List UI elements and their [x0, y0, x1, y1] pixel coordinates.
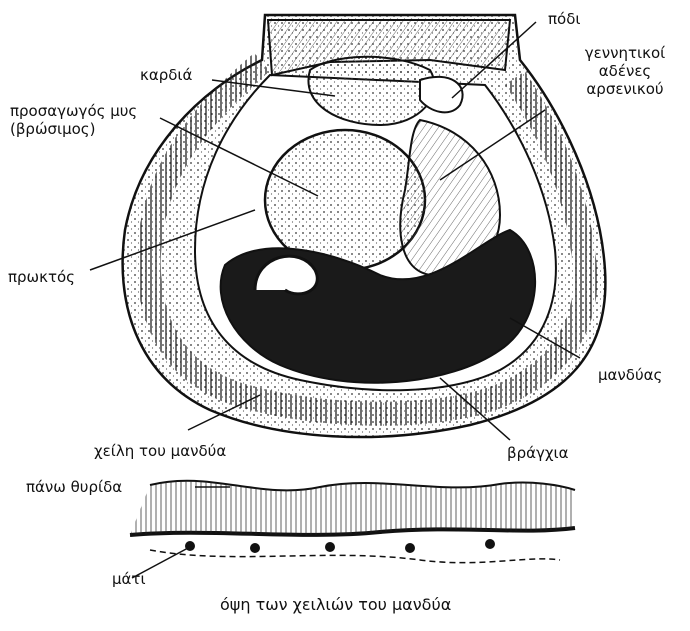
label-gonads-line3: αρσενικού	[560, 80, 690, 98]
label-gills: βράγχια	[507, 444, 569, 462]
lip-strip-fill	[130, 481, 575, 535]
lip-eyes	[185, 539, 495, 553]
lip-strip-lower	[150, 550, 560, 563]
label-upper-valve: πάνω θυρίδα	[26, 478, 122, 496]
label-gonads-line1: γεννητικοί	[560, 44, 690, 62]
label-adductor: προσαγωγός μυς (βρώσιμος)	[10, 102, 137, 138]
label-foot: πόδι	[548, 10, 580, 28]
figure-caption: όψη των χειλιών του μανδύα	[220, 596, 451, 614]
label-adductor-line1: προσαγωγός μυς	[10, 102, 137, 120]
label-mantle: μανδύας	[598, 366, 662, 384]
label-gonads-line2: αδένες	[560, 62, 690, 80]
label-mantle-lips: χείλη του μανδύα	[94, 442, 226, 460]
label-eye: μάτι	[112, 570, 146, 588]
label-adductor-line2: (βρώσιμος)	[10, 120, 137, 138]
label-gonads: γεννητικοί αδένες αρσενικού	[560, 44, 690, 98]
label-heart: καρδιά	[140, 66, 192, 84]
label-anus: πρωκτός	[8, 268, 75, 286]
